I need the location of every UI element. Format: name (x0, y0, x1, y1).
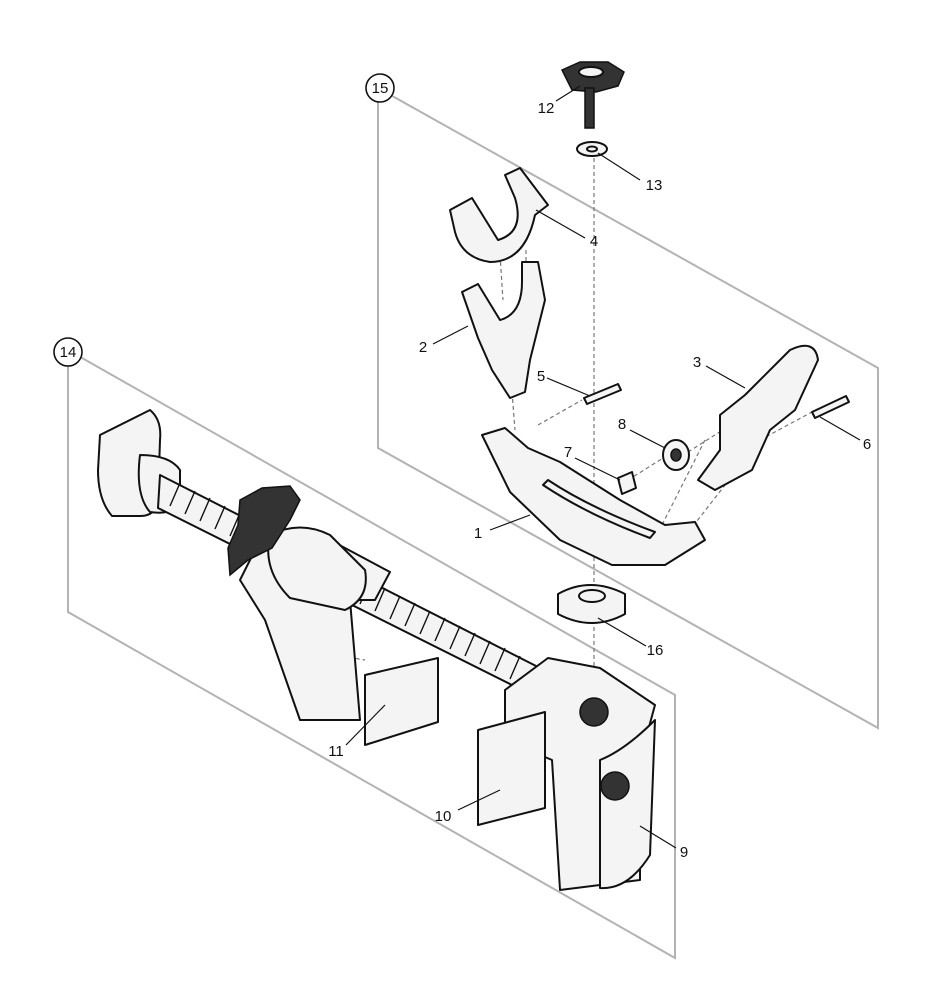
adapter-ring-hole (578, 589, 606, 603)
leader-lines (345, 85, 861, 849)
pin-5 (583, 383, 622, 405)
thumb-screw-shaft (584, 87, 595, 129)
assembly-15-label: 15 (372, 80, 389, 97)
assembly-14-circle (53, 337, 83, 367)
upper-support (461, 261, 546, 399)
jaw-pad-11 (364, 657, 439, 746)
pivot-arm (697, 344, 819, 491)
part-label-16: 16 (647, 642, 664, 659)
clamp-head-front (599, 719, 656, 890)
part-label-10: 10 (435, 808, 452, 825)
screw-7 (617, 471, 637, 495)
assembly-14-frame (67, 348, 676, 960)
part-label-1: 1 (474, 525, 482, 542)
holder-assembly (449, 61, 850, 624)
washer-hole (586, 145, 598, 153)
adapter-ring (557, 584, 626, 624)
part-label-2: 2 (419, 339, 427, 356)
assembly-15-frame (377, 86, 879, 730)
part-label-3: 3 (693, 354, 701, 371)
jaw-star-knob (227, 485, 301, 577)
part-label-5: 5 (537, 368, 545, 385)
part-label-8: 8 (618, 416, 626, 433)
part-label-7: 7 (564, 444, 572, 461)
curved-base-slot (542, 479, 656, 539)
part-label-4: 4 (590, 233, 598, 250)
part-label-9: 9 (680, 844, 688, 861)
part-label-6: 6 (863, 436, 871, 453)
rubber-insert (449, 167, 549, 263)
part-label-11: 11 (328, 743, 344, 760)
head-top-thread-insert (579, 697, 609, 727)
part-label-12: 12 (538, 100, 555, 117)
pin-6 (811, 395, 850, 419)
head-pad-10 (477, 711, 546, 826)
part-label-13: 13 (646, 177, 663, 194)
assembly-14-label: 14 (60, 344, 77, 361)
thumb-screw-top (578, 66, 604, 78)
thumb-wheel-hub (670, 448, 682, 462)
sliding-jaw-sleeve (267, 526, 367, 611)
assembly-15-circle (365, 73, 395, 103)
head-side-thread-insert (600, 771, 630, 801)
bar-clamp-assembly (97, 409, 656, 891)
